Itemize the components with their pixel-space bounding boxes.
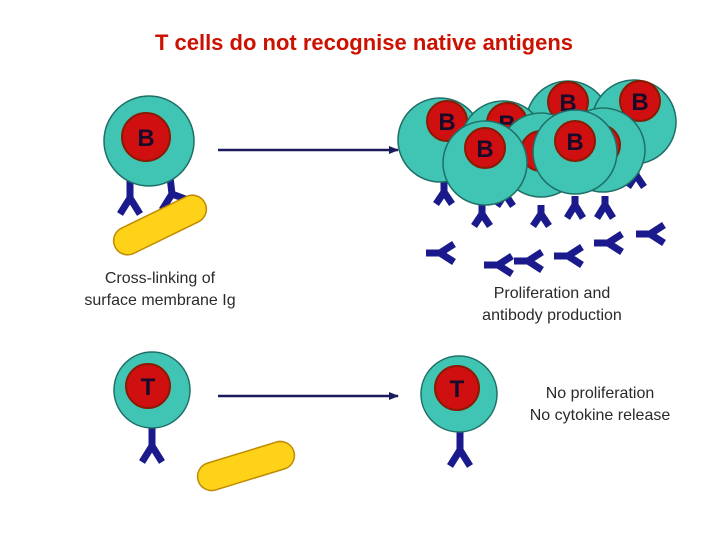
no-prolif-line-2: No cytokine release [529,407,671,424]
b-cell-resting: B [103,95,195,216]
crosslinking-line-1: Cross-linking of [104,270,216,287]
t-cell-unchanged: T [420,355,498,468]
crosslinking-caption: Cross-linking of surface membrane Ig [40,268,280,312]
no-proliferation-caption: No proliferation No cytokine release [500,383,700,427]
b-cluster-label-3: B [438,109,455,136]
antigen-free [196,440,296,492]
proliferation-line-1: Proliferation and [493,285,611,302]
tcr-right [447,430,473,468]
b-cluster-label-6: B [566,129,583,156]
t-cell-nucleus [125,363,171,409]
b-cluster-label-2: B [631,89,648,116]
tcr-left [139,426,165,464]
b-cluster-label-5: B [476,136,493,163]
proliferation-line-2: antibody production [482,307,622,324]
slide-title: T cells do not recognise native antigens [154,30,574,55]
no-prolif-line-1: No proliferation [545,385,655,402]
antigen-crosslinked [112,194,208,256]
t-cell-resting: T [113,351,191,464]
secreted-antibodies [426,222,666,277]
crosslinking-line-2: surface membrane Ig [84,292,236,309]
t-cell-nucleus-right [434,365,480,411]
b-cell-nucleus [121,112,171,162]
proliferation-caption: Proliferation and antibody production [440,283,664,327]
t-cell-label: T [141,374,156,401]
b-receptor-left [117,180,143,216]
b-cell-label: B [137,125,154,152]
t-cell-label-right: T [450,376,465,403]
b-cell-cluster: B B B B B B [397,79,677,228]
